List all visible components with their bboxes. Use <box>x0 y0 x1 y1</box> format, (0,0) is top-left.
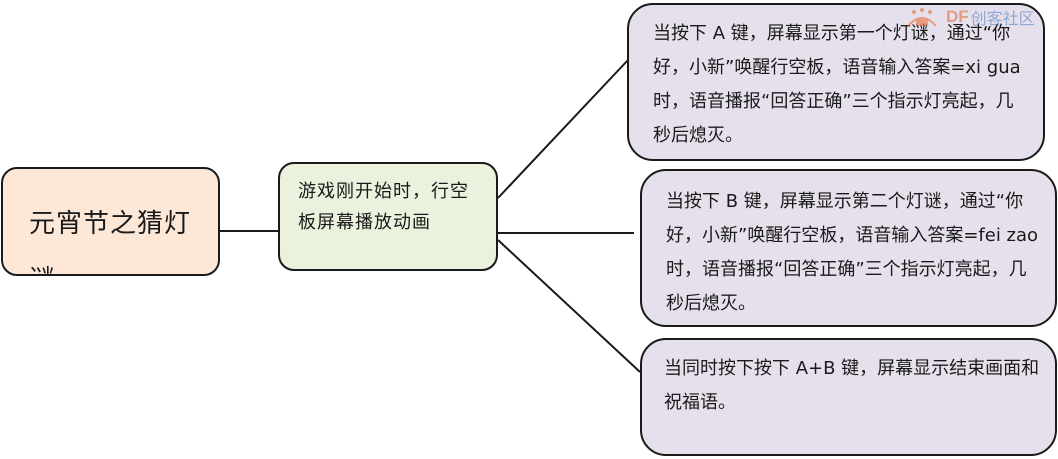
watermark-logo: DF 创客社区 <box>902 4 1035 30</box>
watermark-text: 创客社区 <box>970 9 1035 28</box>
start-node: 游戏刚开始时，行空板屏幕播放动画 <box>278 162 498 271</box>
watermark-brand: DF <box>946 7 969 26</box>
branch-node-label: 当按下 B 键，屏幕显示第二个灯谜，通过“你好，小新”唤醒行空板，语音输入答案=… <box>666 191 1039 314</box>
connector-start-to-branch-c <box>497 239 641 373</box>
branch-node-label: 当按下 A 键，屏幕显示第一个灯谜，通过“你好，小新”唤醒行空板，语音输入答案=… <box>653 23 1021 146</box>
root-node-label: 元宵节之猜灯谜 <box>29 209 192 274</box>
connector-start-to-branch-a <box>497 59 629 199</box>
branch-node-key-b: 当按下 B 键，屏幕显示第二个灯谜，通过“你好，小新”唤醒行空板，语音输入答案=… <box>640 169 1057 327</box>
robot-logo-icon <box>907 8 937 27</box>
branch-node-label: 当同时按下按下 A+B 键，屏幕显示结束画面和祝福语。 <box>664 358 1040 413</box>
start-node-label: 游戏刚开始时，行空板屏幕播放动画 <box>298 181 469 233</box>
branch-node-key-ab: 当同时按下按下 A+B 键，屏幕显示结束画面和祝福语。 <box>640 338 1057 456</box>
branch-node-key-a: 当按下 A 键，屏幕显示第一个灯谜，通过“你好，小新”唤醒行空板，语音输入答案=… <box>627 3 1045 161</box>
root-node: 元宵节之猜灯谜 <box>1 167 220 276</box>
